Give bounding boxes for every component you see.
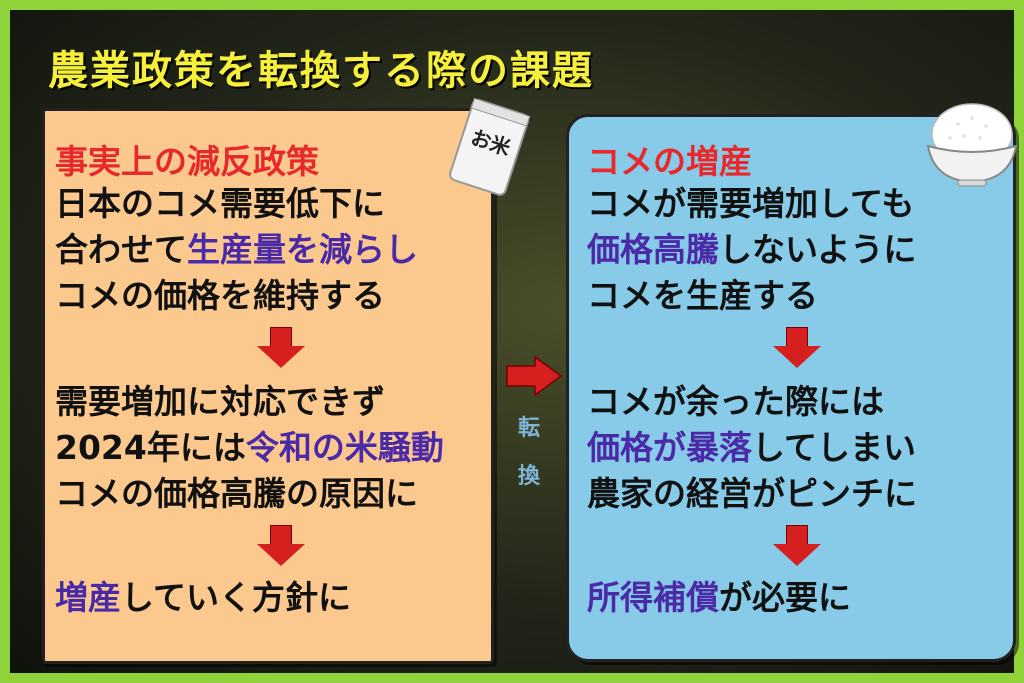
- left-line-7-text: していく方針に: [121, 578, 352, 617]
- right-line-5-text: してしまい: [752, 428, 917, 467]
- left-line-2-text: 合わせて: [55, 230, 187, 269]
- right-line-1: コメが需要増加しても: [587, 184, 915, 223]
- transition-label-1: 転: [518, 416, 541, 441]
- right-arrow-icon: [506, 355, 563, 397]
- right-line-2: 価格高騰しないように: [587, 231, 916, 269]
- right-line-7: 所得補償が必要に: [587, 579, 851, 617]
- right-line-7-emphasis: 所得補償: [587, 578, 719, 617]
- right-line-2-emphasis: 価格高騰: [587, 230, 719, 269]
- right-line-6: 農家の経営がピンチに: [587, 474, 917, 513]
- rice-bowl-icon: [926, 103, 1018, 187]
- right-panel-new-policy: コメの増産 コメが需要増加しても 価格高騰しないように コメを生産する コメが余…: [566, 114, 1016, 662]
- page-title: 農業政策を転換する際の課題: [48, 48, 594, 94]
- left-line-3: コメの価格を維持する: [55, 276, 385, 315]
- left-line-7: 増産していく方針に: [55, 579, 351, 617]
- left-heading: 事実上の減反政策: [55, 142, 319, 181]
- right-line-5: 価格が暴落してしまい: [587, 429, 916, 467]
- left-line-5: 2024年には令和の米騒動: [55, 429, 444, 467]
- left-line-7-emphasis: 増産: [55, 578, 121, 617]
- left-line-5-text: 2024年には: [55, 428, 246, 467]
- right-line-4: コメが余った際には: [587, 382, 884, 421]
- transition-label-2: 換: [518, 464, 541, 489]
- right-line-5-emphasis: 価格が暴落: [587, 428, 752, 467]
- left-line-4: 需要増加に対応できず: [55, 382, 385, 421]
- left-line-2: 合わせて生産量を減らし: [55, 231, 418, 269]
- rice-bag-icon: お米: [449, 98, 531, 196]
- left-line-5-emphasis: 令和の米騒動: [245, 428, 444, 467]
- left-panel-current-policy: 事実上の減反政策 日本のコメ需要低下に 合わせて生産量を減らし コメの価格を維持…: [42, 108, 494, 664]
- right-line-3: コメを生産する: [587, 276, 818, 315]
- right-heading: コメの増産: [587, 142, 752, 181]
- left-line-6: コメの価格高騰の原因に: [55, 474, 418, 513]
- left-line-2-emphasis: 生産量を減らし: [187, 230, 418, 269]
- left-line-1: 日本のコメ需要低下に: [55, 184, 385, 223]
- right-line-2-text: しないように: [719, 230, 917, 269]
- right-line-7-text: が必要に: [719, 578, 851, 617]
